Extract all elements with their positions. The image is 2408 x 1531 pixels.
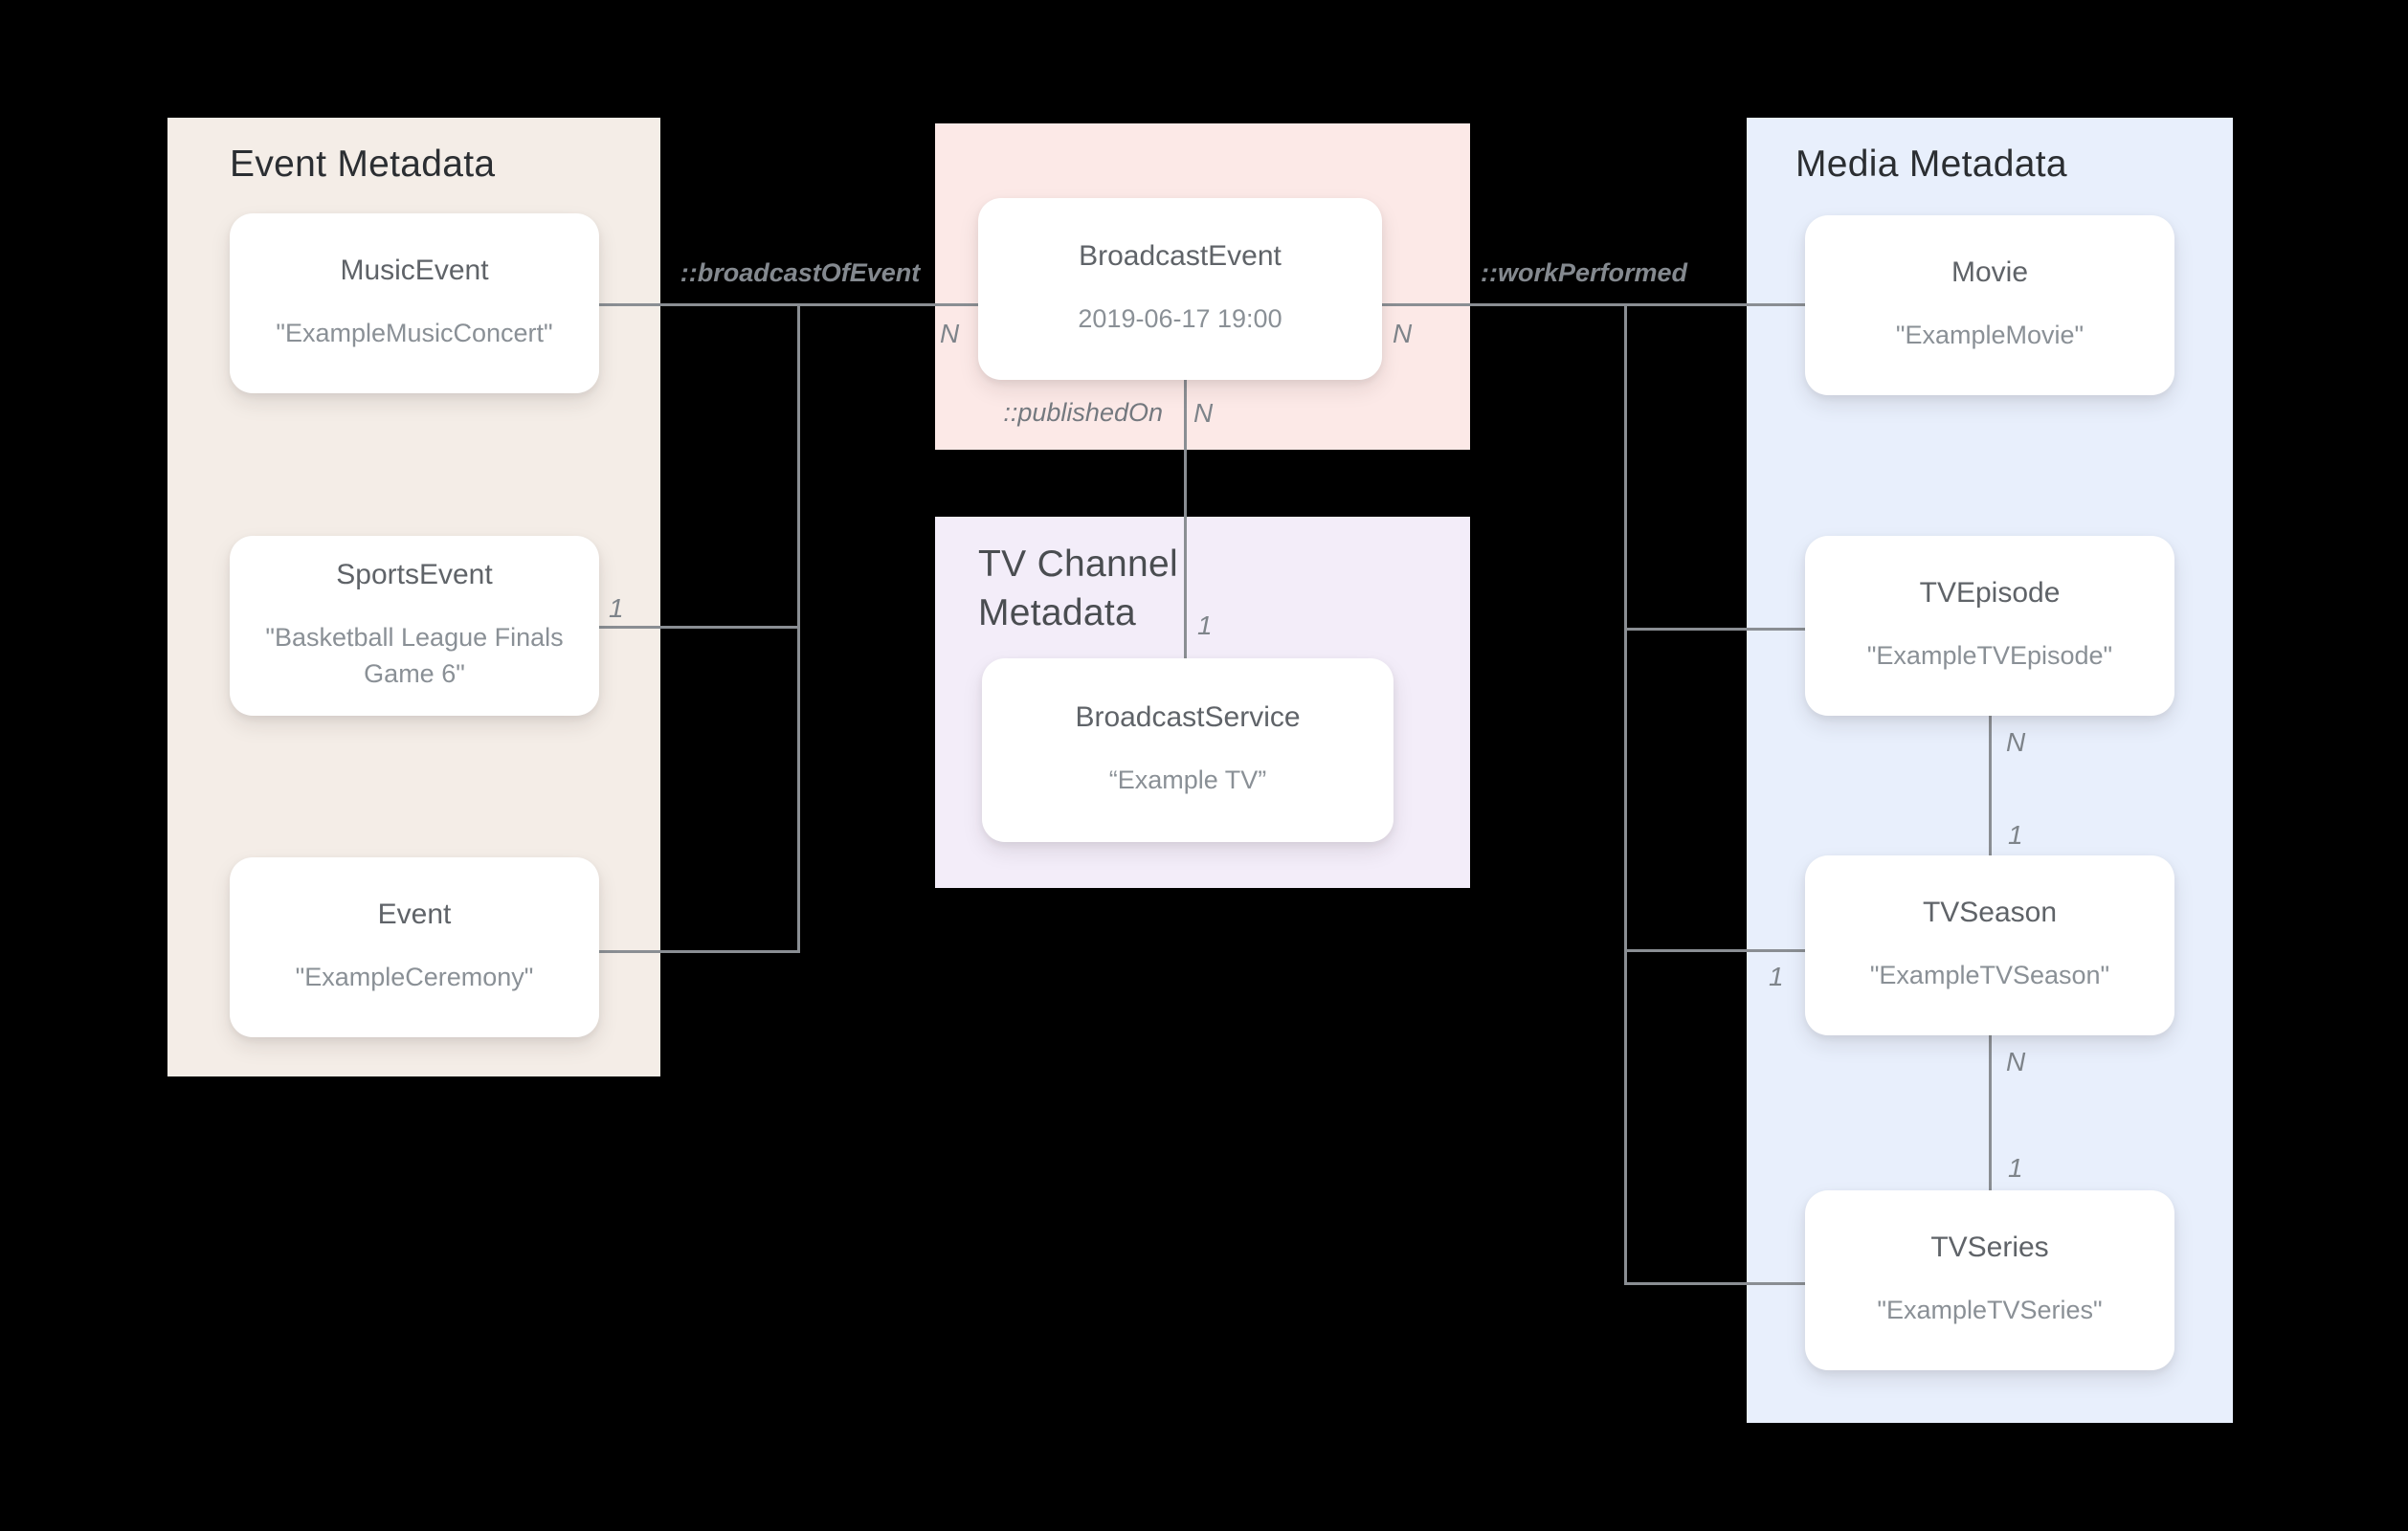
cardinality-sportsevent-one: 1 (609, 593, 624, 623)
node-value: "ExampleCeremony" (295, 963, 534, 992)
node-title: TVSeries (1930, 1231, 2049, 1264)
node-title: BroadcastEvent (1079, 240, 1282, 273)
connector-right-trunk (1624, 303, 1627, 1285)
relation-workperformed-label: ::workPerformed (1480, 258, 1688, 287)
node-card-musicevent: MusicEvent "ExampleMusicConcert" (230, 213, 599, 393)
connector-left-trunk (797, 303, 800, 953)
cardinality-tvseason-branch-one: 1 (1769, 962, 1784, 991)
node-value: "Basketball League Finals Game 6" (265, 623, 564, 688)
node-card-broadcastservice: BroadcastService “Example TV” (982, 658, 1394, 842)
connector-event-branch (599, 950, 800, 953)
cardinality-publishedon-one: 1 (1197, 610, 1213, 640)
connector-tvseries-branch (1624, 1282, 1805, 1285)
cardinality-broadcastevent-left-n: N (940, 319, 960, 348)
cardinality-season-series-n: N (2006, 1047, 2026, 1076)
connector-tvepisode-tvseason (1989, 716, 1992, 855)
node-title: TVSeason (1922, 897, 2058, 929)
node-value: "ExampleMusicConcert" (276, 319, 553, 348)
node-value: “Example TV” (1108, 766, 1267, 795)
node-value: "ExampleTVSeason" (1869, 961, 2110, 990)
node-card-movie: Movie "ExampleMovie" (1805, 215, 2174, 395)
event-metadata-title: Event Metadata (230, 144, 496, 185)
node-value: 2019-06-17 19:00 (1078, 304, 1282, 334)
node-card-tvseason: TVSeason "ExampleTVSeason" (1805, 855, 2174, 1035)
connector-tvseason-branch (1624, 949, 1805, 952)
cardinality-broadcastevent-right-n: N (1393, 319, 1413, 348)
node-title: Movie (1951, 256, 2029, 289)
connector-tvepisode-branch (1624, 628, 1805, 631)
node-card-event: Event "ExampleCeremony" (230, 857, 599, 1037)
connector-broadcastevent-movie (1382, 303, 1805, 306)
node-title: TVEpisode (1919, 577, 2061, 610)
relation-publishedon-label: ::publishedOn (1003, 398, 1163, 427)
cardinality-episode-season-n: N (2006, 727, 2026, 757)
connector-publishedon (1184, 380, 1187, 658)
cardinality-season-series-one: 1 (2008, 1153, 2023, 1183)
cardinality-episode-season-one: 1 (2008, 820, 2023, 850)
tv-channel-metadata-title: TV Channel Metadata (978, 544, 1178, 633)
node-card-tvseries: TVSeries "ExampleTVSeries" (1805, 1190, 2174, 1370)
node-title: MusicEvent (340, 255, 489, 287)
node-card-sportsevent: SportsEvent "Basketball League Finals Ga… (230, 536, 599, 716)
node-value: "ExampleTVSeries" (1877, 1296, 2103, 1325)
media-metadata-title: Media Metadata (1795, 144, 2067, 185)
node-title: SportsEvent (336, 559, 493, 591)
relation-broadcastofevent-label: ::broadcastOfEvent (680, 258, 921, 287)
node-card-broadcastevent: BroadcastEvent 2019-06-17 19:00 (978, 198, 1382, 380)
node-value: "ExampleMovie" (1895, 321, 2085, 350)
node-title: BroadcastService (1075, 701, 1301, 734)
connector-tvseason-tvseries (1989, 1035, 1992, 1190)
connector-sportsevent-branch (599, 626, 797, 629)
cardinality-publishedon-n: N (1193, 398, 1214, 428)
connector-musicevent-broadcastevent (599, 303, 978, 306)
node-title: Event (377, 899, 452, 931)
node-card-tvepisode: TVEpisode "ExampleTVEpisode" (1805, 536, 2174, 716)
node-value: "ExampleTVEpisode" (1866, 641, 2113, 671)
